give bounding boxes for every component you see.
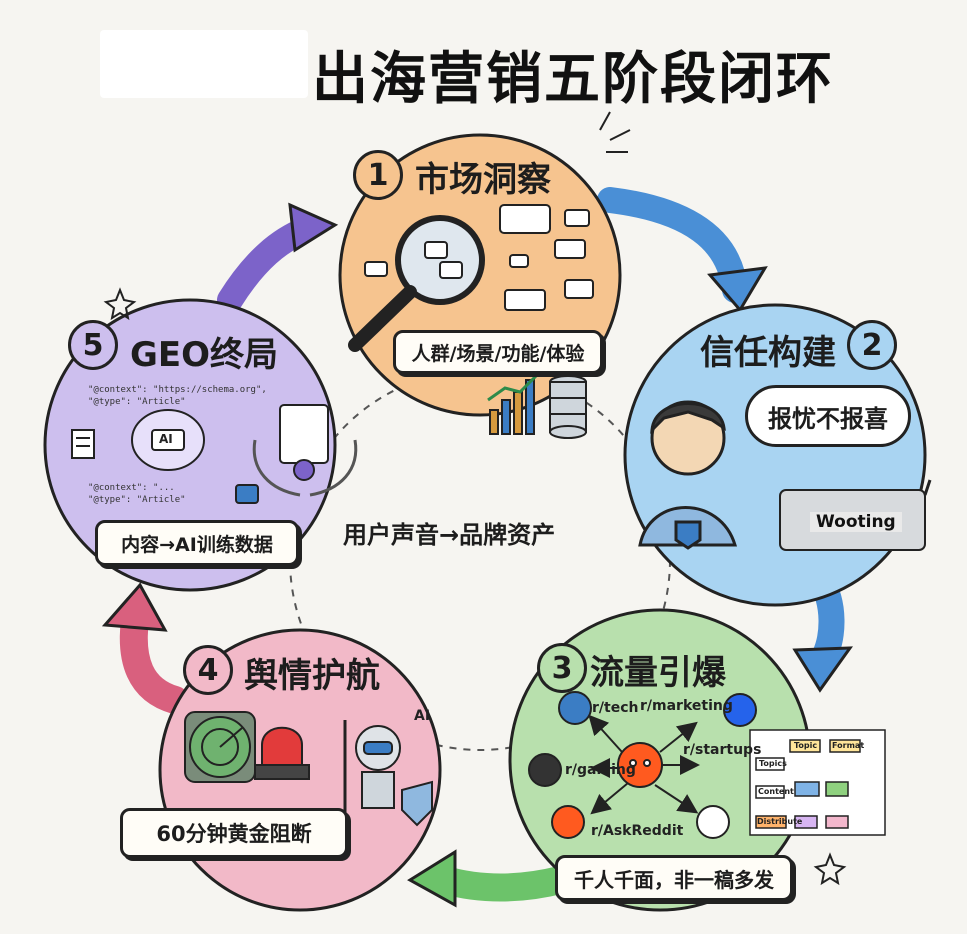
flowchart-icon [749, 729, 886, 836]
stage-2-number: 2 [847, 320, 897, 370]
subreddit-icons [528, 691, 757, 839]
stage-1-title: 市场洞察 [415, 160, 551, 200]
schema-code-bottom: "@context": "... "@type": "Article" [88, 483, 186, 505]
arrow-3-to-4-head [407, 849, 457, 908]
flow-format: Format [832, 741, 865, 750]
stage-3-tag: 千人千面，非一稿多发 [555, 855, 793, 901]
arrow-2-to-3-head [792, 646, 853, 693]
subreddit-askreddit: r/AskReddit [591, 823, 684, 839]
flow-topic: Topic [794, 741, 818, 750]
stage-5-title: GEO终局 [130, 335, 279, 375]
schema-code-top: "@context": "https://schema.org", "@type… [88, 385, 267, 407]
flow-content: Content [758, 787, 794, 796]
stage-3-title: 流量引爆 [590, 653, 726, 693]
thumbs-up-icon [235, 484, 259, 504]
stage-3-number: 3 [537, 643, 587, 693]
robot-ai-label: AI [414, 708, 431, 724]
arrow-4-to-5-head [101, 582, 168, 632]
siren-icon [254, 726, 310, 780]
brain-icon [131, 409, 205, 471]
stage-1-number: 1 [353, 150, 403, 200]
subreddit-gaming: r/gaming [565, 762, 636, 778]
brain-ai-label: AI [159, 432, 173, 446]
stage-5-number: 5 [68, 320, 118, 370]
redacted-block [100, 30, 308, 98]
magnifier-icon [348, 215, 485, 352]
stage-2-title: 信任构建 [700, 333, 836, 373]
subreddit-marketing: r/marketing [640, 698, 733, 714]
subreddit-startups: r/startups [683, 742, 762, 758]
bar-chart-icon [487, 370, 542, 435]
stage-1-tag: 人群/场景/功能/体验 [393, 330, 603, 374]
stage-4-tag: 60分钟黄金阻断 [120, 808, 348, 858]
arrow-4-to-5 [119, 606, 189, 714]
radar-icon [184, 711, 256, 783]
keyboard-brand-label: Wooting [810, 512, 902, 532]
arrow-5-to-1-head [288, 202, 339, 253]
stage-4-number: 4 [183, 645, 233, 695]
flow-topics: Topics [759, 759, 787, 768]
center-label: 用户声音→品牌资产 [343, 521, 556, 549]
hub-arrows [588, 714, 700, 815]
certificate-icon [252, 404, 358, 497]
robot-guard-icon [343, 720, 433, 840]
person-icon [638, 400, 738, 550]
arrow-1-to-2-head [707, 266, 768, 313]
document-icon [71, 429, 95, 459]
arrow-3-to-4 [431, 866, 574, 902]
page-title: 出海营销五阶段闭环 [312, 47, 834, 112]
sparkle-icons [103, 111, 847, 886]
stage-4-title: 舆情护航 [244, 656, 380, 696]
subreddit-tech: r/tech [592, 700, 639, 716]
database-icon [549, 375, 587, 439]
stage-2-speech-bubble: 报忧不报喜 [745, 385, 911, 447]
chat-bubbles-icon [364, 204, 594, 311]
flow-distribute: Distribute [757, 817, 803, 826]
stage-5-tag: 内容→AI训练数据 [95, 520, 299, 566]
